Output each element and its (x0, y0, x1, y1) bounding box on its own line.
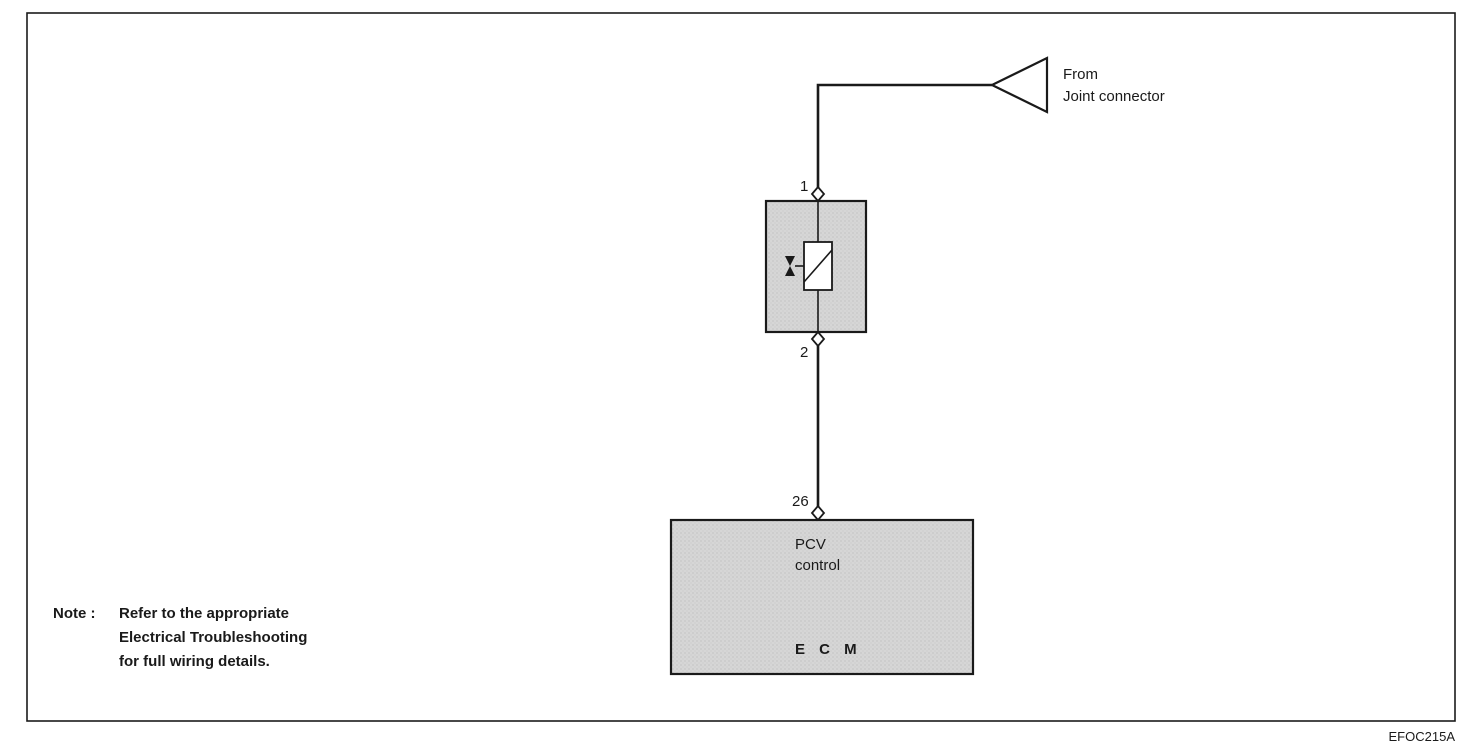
pin-marker-26 (810, 504, 826, 522)
ecm-box (669, 518, 975, 676)
wire-source-to-valve (816, 83, 992, 192)
note-line2: Electrical Troubleshooting (119, 629, 307, 646)
ecm-function-line2: control (795, 557, 840, 574)
valve-icon (785, 256, 795, 276)
ecm-function-line1: PCV (795, 536, 826, 553)
note-prefix: Note : (53, 605, 96, 622)
figure-code: EFOC215A (1389, 729, 1456, 744)
pin-marker-2 (810, 330, 826, 348)
note-line1: Refer to the appropriate (119, 605, 289, 622)
pin-label-1: 1 (800, 178, 808, 195)
source-label-joint-connector: Joint connector (1063, 88, 1165, 105)
source-label-from: From (1063, 66, 1098, 83)
joint-connector-arrow-icon (989, 56, 1049, 114)
ecm-name: E C M (795, 641, 862, 658)
note-line3: for full wiring details. (119, 653, 270, 670)
solenoid-coil-icon (795, 241, 833, 291)
diagram-frame (26, 12, 1456, 722)
pin-label-26: 26 (792, 493, 809, 510)
pin-marker-1 (810, 185, 826, 203)
pcv-valve (764, 199, 868, 334)
pin-label-2: 2 (800, 344, 808, 361)
